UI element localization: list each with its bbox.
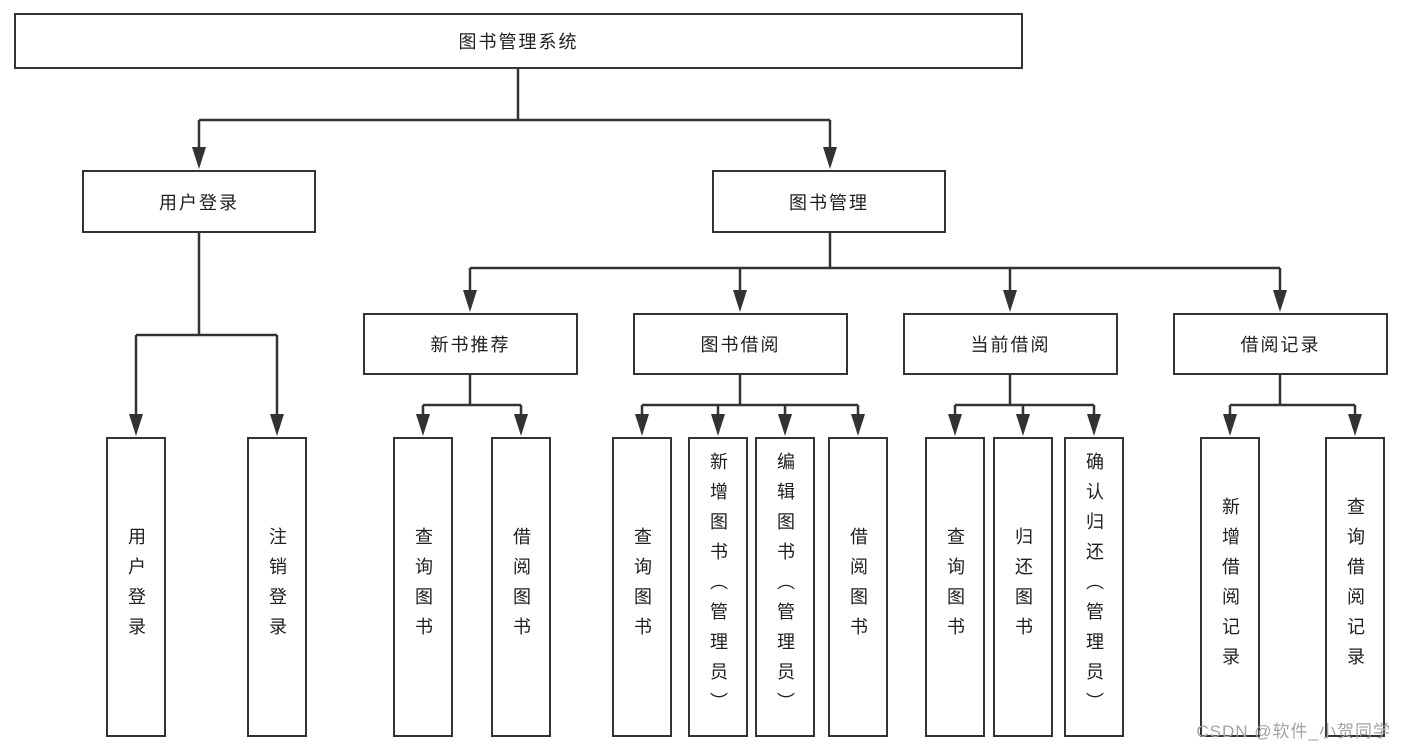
connector-borrow-to-leaves <box>640 375 860 418</box>
arrowhead <box>270 414 284 436</box>
node-new-book-recommend: 新书推荐 <box>363 313 578 375</box>
node-book-management: 图书管理 <box>712 170 946 233</box>
arrowhead <box>1003 290 1017 312</box>
arrowhead <box>192 147 206 169</box>
leaf-edit-book-admin: 编辑图书（管理员） <box>755 437 815 737</box>
arrowhead <box>851 414 865 436</box>
arrowhead <box>823 147 837 169</box>
connector-user-login-to-leaves <box>134 233 279 420</box>
leaf-query-book-borrow: 查询图书 <box>612 437 672 737</box>
arrowhead <box>1223 414 1237 436</box>
connector-record-to-leaves <box>1228 375 1357 418</box>
arrowhead <box>1016 414 1030 436</box>
leaf-borrow-book: 借阅图书 <box>828 437 888 737</box>
node-borrow-record: 借阅记录 <box>1173 313 1388 375</box>
leaf-confirm-return-admin: 确认归还（管理员） <box>1064 437 1124 737</box>
arrowhead <box>711 414 725 436</box>
leaf-user-login: 用户登录 <box>106 437 166 737</box>
leaf-return-book: 归还图书 <box>993 437 1053 737</box>
leaf-add-book-admin: 新增图书（管理员） <box>688 437 748 737</box>
leaf-query-borrow-record: 查询借阅记录 <box>1325 437 1385 737</box>
leaf-add-borrow-record: 新增借阅记录 <box>1200 437 1260 737</box>
arrowhead <box>1087 414 1101 436</box>
leaf-logout: 注销登录 <box>247 437 307 737</box>
node-root-system: 图书管理系统 <box>14 13 1023 69</box>
node-book-borrow: 图书借阅 <box>633 313 848 375</box>
arrowhead <box>635 414 649 436</box>
node-current-borrow: 当前借阅 <box>903 313 1118 375</box>
leaf-borrow-book-recommend: 借阅图书 <box>491 437 551 737</box>
arrowhead <box>948 414 962 436</box>
arrowhead <box>514 414 528 436</box>
arrowhead <box>1348 414 1362 436</box>
leaf-query-book-recommend: 查询图书 <box>393 437 453 737</box>
connector-root-to-level2 <box>197 69 832 152</box>
arrowhead <box>778 414 792 436</box>
arrowhead <box>129 414 143 436</box>
connector-current-to-leaves <box>953 375 1096 418</box>
connector-new-book-to-leaves <box>421 375 523 418</box>
connector-book-mgmt-to-level3 <box>468 233 1282 294</box>
arrowheads <box>129 147 1362 436</box>
arrowhead <box>1273 290 1287 312</box>
csdn-watermark: CSDN @软件_小贺同学 <box>1196 722 1391 741</box>
arrowhead <box>416 414 430 436</box>
arrowhead <box>463 290 477 312</box>
arrowhead <box>733 290 747 312</box>
leaf-query-book-current: 查询图书 <box>925 437 985 737</box>
node-user-login: 用户登录 <box>82 170 316 233</box>
